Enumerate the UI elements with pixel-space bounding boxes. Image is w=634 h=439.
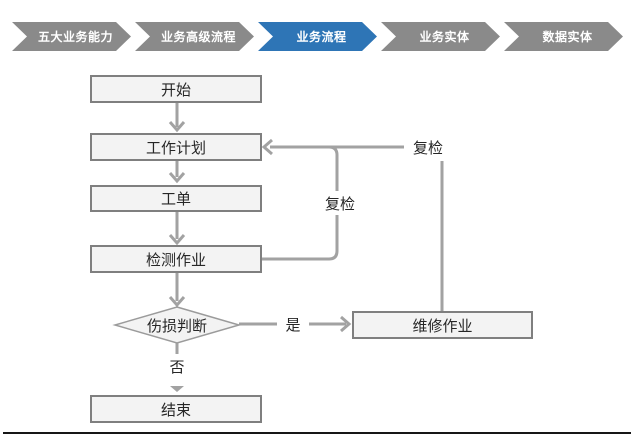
edge-label-recheck-outer: 复检 (404, 134, 452, 161)
node-end: 结束 (90, 395, 262, 423)
nav-item-business-process[interactable]: 业务流程 (258, 22, 377, 51)
node-inspection: 检测作业 (90, 245, 262, 273)
edge-label-recheck-inner: 复检 (317, 191, 363, 215)
node-start: 开始 (90, 75, 262, 103)
edge-label-yes: 是 (277, 312, 309, 336)
no-branch-arrowhead (170, 386, 184, 392)
nav-item-data-entity[interactable]: 数据实体 (504, 22, 623, 51)
nav-item-high-level-process[interactable]: 业务高级流程 (135, 22, 254, 51)
node-work-plan: 工作计划 (90, 133, 262, 161)
breadcrumb: 五大业务能力 业务高级流程 业务流程 业务实体 数据实体 (12, 22, 623, 51)
node-repair: 维修作业 (352, 311, 533, 339)
nav-item-business-entity[interactable]: 业务实体 (381, 22, 500, 51)
nav-item-five-capabilities[interactable]: 五大业务能力 (12, 22, 131, 51)
edge-label-no: 否 (161, 354, 193, 378)
node-work-order: 工单 (90, 185, 262, 212)
node-damage-decision: 伤损判断 (146, 317, 207, 335)
decision-diamond-shape (112, 306, 242, 344)
arrowheads (168, 121, 352, 333)
slide-bottom-border (3, 432, 631, 434)
